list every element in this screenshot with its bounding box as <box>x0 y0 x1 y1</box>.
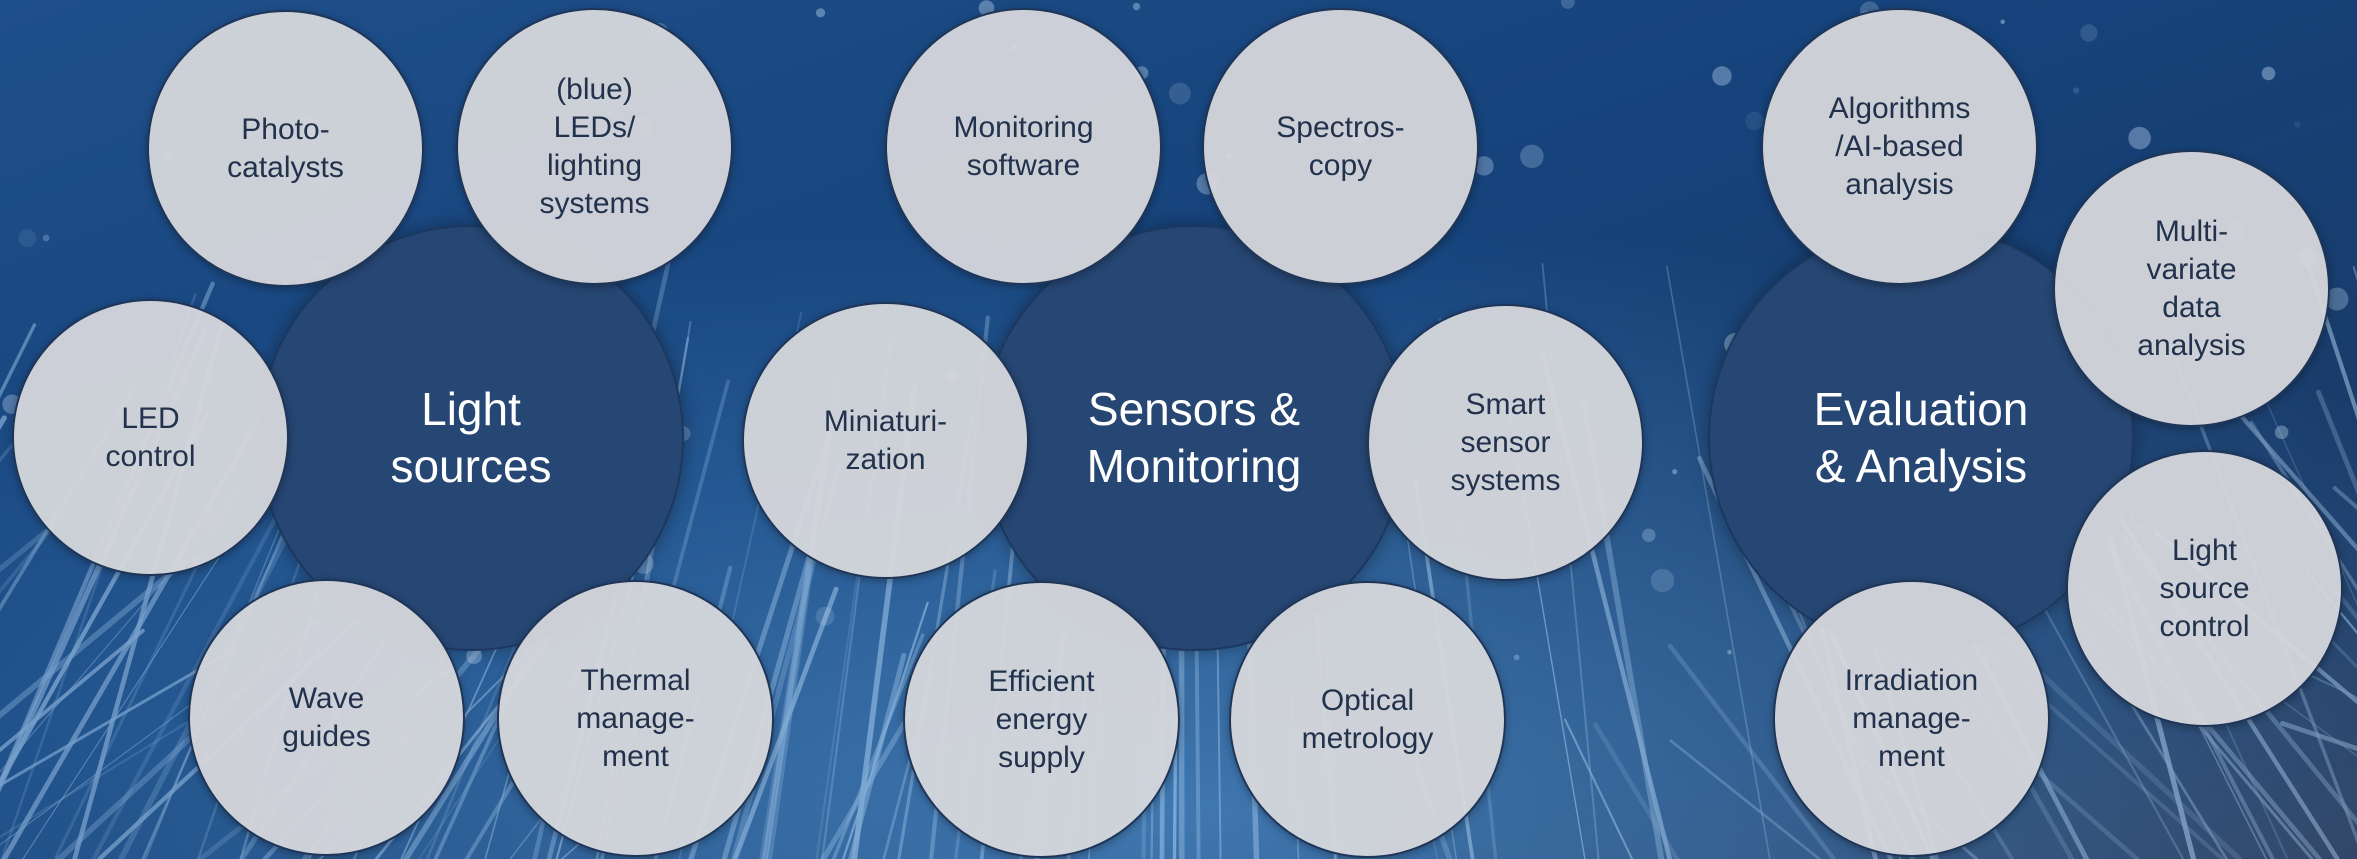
fiber-strand <box>1669 739 1821 859</box>
light-dot <box>1169 82 1191 105</box>
light-dot <box>1642 528 1656 542</box>
light-dot <box>1650 568 1675 593</box>
node-optical-metrology-label: Optical metrology <box>1301 683 1434 755</box>
light-dot <box>2000 19 2005 25</box>
node-algorithms-ai-analysis: Algorithms /AI-based analysis <box>1761 8 2038 285</box>
light-dot <box>2080 24 2098 42</box>
fiber-strand <box>0 648 235 787</box>
node-efficient-energy-supply-label: Efficient energy supply <box>988 664 1095 774</box>
hub-sensors-monitoring-label: Sensors & Monitoring <box>1086 383 1302 492</box>
fiber-strand <box>842 601 929 859</box>
node-blue-leds-label: (blue) LEDs/ lighting systems <box>539 72 650 220</box>
light-dot <box>815 8 826 18</box>
light-dot <box>1745 111 1764 131</box>
node-light-source-control: Light source control <box>2066 450 2343 727</box>
fiber-strand <box>2235 409 2357 552</box>
node-smart-sensor-systems: Smart sensor systems <box>1367 304 1644 581</box>
node-miniaturization-label: Miniaturi- zation <box>823 404 948 476</box>
light-dot <box>2073 87 2080 94</box>
light-dot <box>2274 425 2289 440</box>
hub-evaluation-analysis-label: Evaluation & Analysis <box>1813 383 2029 492</box>
fiber-strand <box>2305 570 2357 635</box>
light-dot <box>1672 469 1678 475</box>
fiber-strand <box>1563 718 1634 859</box>
hub-sensors-monitoring: Sensors & Monitoring <box>981 225 1407 651</box>
fiber-strand <box>1666 265 1771 859</box>
node-led-control-label: LED control <box>105 401 196 473</box>
node-optical-metrology: Optical metrology <box>1229 581 1506 858</box>
fiber-strand <box>820 710 914 859</box>
light-dot <box>2128 126 2151 150</box>
node-monitoring-software: Monitoring software <box>885 8 1162 285</box>
fiber-strand <box>0 506 71 594</box>
light-dot <box>42 234 50 242</box>
light-dot <box>18 229 37 248</box>
fiber-strand <box>848 652 907 859</box>
node-photocatalysts: Photo- catalysts <box>147 10 424 287</box>
light-dot <box>2325 287 2349 311</box>
node-spectroscopy: Spectros- copy <box>1202 8 1479 285</box>
fiber-strand <box>831 633 925 859</box>
light-dot <box>466 648 482 664</box>
light-dot <box>1727 649 1732 655</box>
light-dot <box>815 606 835 626</box>
light-dot <box>1712 66 1732 86</box>
node-thermal-management: Thermal manage- ment <box>497 580 774 857</box>
fiber-strand <box>22 498 258 859</box>
node-led-control: LED control <box>12 299 289 576</box>
node-irradiation-management: Irradiation manage- ment <box>1773 580 2050 857</box>
fiber-strand <box>0 558 188 719</box>
node-thermal-management-label: Thermal manage- ment <box>576 663 695 773</box>
light-dot <box>2261 66 2276 81</box>
node-miniaturization: Miniaturi- zation <box>742 302 1029 579</box>
node-wave-guides-label: Wave guides <box>282 681 371 753</box>
light-dot <box>1520 144 1544 169</box>
fiber-strand <box>2275 658 2357 699</box>
fiber-strand <box>1593 722 1680 859</box>
hub-light-sources-label: Light sources <box>390 383 552 492</box>
light-dot <box>2294 121 2301 128</box>
node-wave-guides: Wave guides <box>188 579 465 856</box>
fiber-strand <box>0 628 145 753</box>
node-photocatalysts-label: Photo- catalysts <box>227 112 344 184</box>
light-dot <box>1132 2 1141 11</box>
fiber-strand <box>1667 643 1837 859</box>
light-dot <box>1474 156 1494 176</box>
node-multivariate-label: Multi- variate data analysis <box>2137 214 2246 362</box>
node-light-source-control-label: Light source control <box>2159 533 2250 643</box>
light-dot <box>1561 0 1575 9</box>
fiber-strand <box>2280 721 2357 752</box>
node-monitoring-software-label: Monitoring software <box>953 110 1094 182</box>
node-smart-sensor-systems-label: Smart sensor systems <box>1450 387 1561 497</box>
node-multivariate-data-analysis: Multi- variate data analysis <box>2053 150 2330 427</box>
fiber-strand <box>732 586 839 859</box>
node-efficient-energy-supply: Efficient energy supply <box>903 581 1180 858</box>
fiber-strand <box>2316 389 2357 495</box>
node-algorithms-label: Algorithms /AI-based analysis <box>1828 91 1971 201</box>
node-blue-leds-lighting-systems: (blue) LEDs/ lighting systems <box>456 8 733 285</box>
light-dot <box>1513 654 1520 661</box>
fiber-strand <box>2305 260 2357 420</box>
node-spectroscopy-label: Spectros- copy <box>1276 110 1405 182</box>
node-irradiation-management-label: Irradiation manage- ment <box>1844 663 1979 773</box>
